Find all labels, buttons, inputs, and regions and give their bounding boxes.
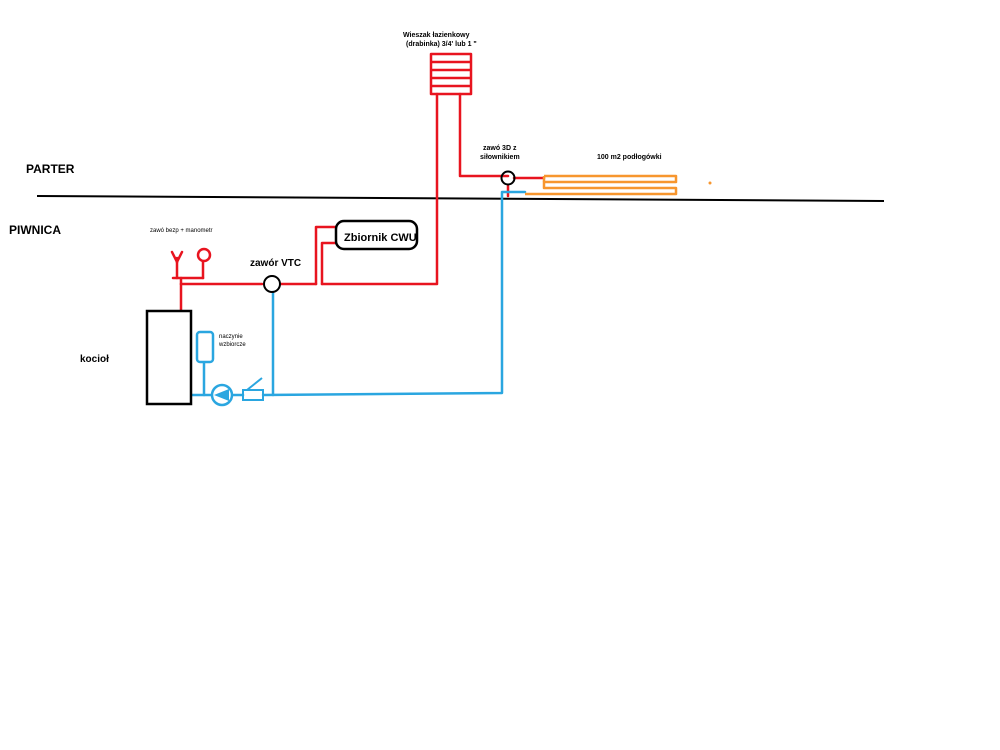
cwu-tank (334, 219, 419, 251)
valve-3d-label-1: zawó 3D z (483, 145, 517, 152)
towel-rail-radiator (429, 52, 473, 96)
safety-valve-label: zawó bezp + manometr (150, 228, 213, 234)
valve-3d (500, 170, 516, 186)
vtc-valve-label: zawór VTC (250, 258, 301, 269)
floor-label-parter: PARTER (26, 162, 75, 176)
safety-valve-manometer (170, 247, 212, 280)
strainer-filter (242, 377, 264, 401)
expansion-vessel-label-2: wzbiorcze (218, 342, 246, 348)
valve-3d-label-2: siłownikiem (480, 154, 520, 161)
floor-heating-label: 100 m2 podłogówki (597, 154, 662, 161)
floor-heating-loop (525, 174, 678, 196)
expansion-vessel-label-1: naczynie (219, 334, 243, 340)
tank-label: Zbiornik CWU (344, 232, 417, 244)
boiler-label: kocioł (80, 354, 109, 365)
towel-rail-label-2: (drabinka) 3/4' lub 1 " (406, 41, 477, 48)
return-pipes (189, 190, 527, 397)
floor-divider-line (36, 195, 885, 202)
orange-dot (708, 181, 712, 185)
supply-pipes (179, 92, 546, 313)
expansion-vessel (195, 330, 215, 364)
boiler (145, 309, 193, 406)
towel-rail-label-1: Wieszak łazienkowy (403, 32, 470, 39)
floor-label-piwnica: PIWNICA (9, 223, 61, 237)
circulation-pump (210, 383, 234, 407)
vtc-valve (263, 275, 281, 293)
